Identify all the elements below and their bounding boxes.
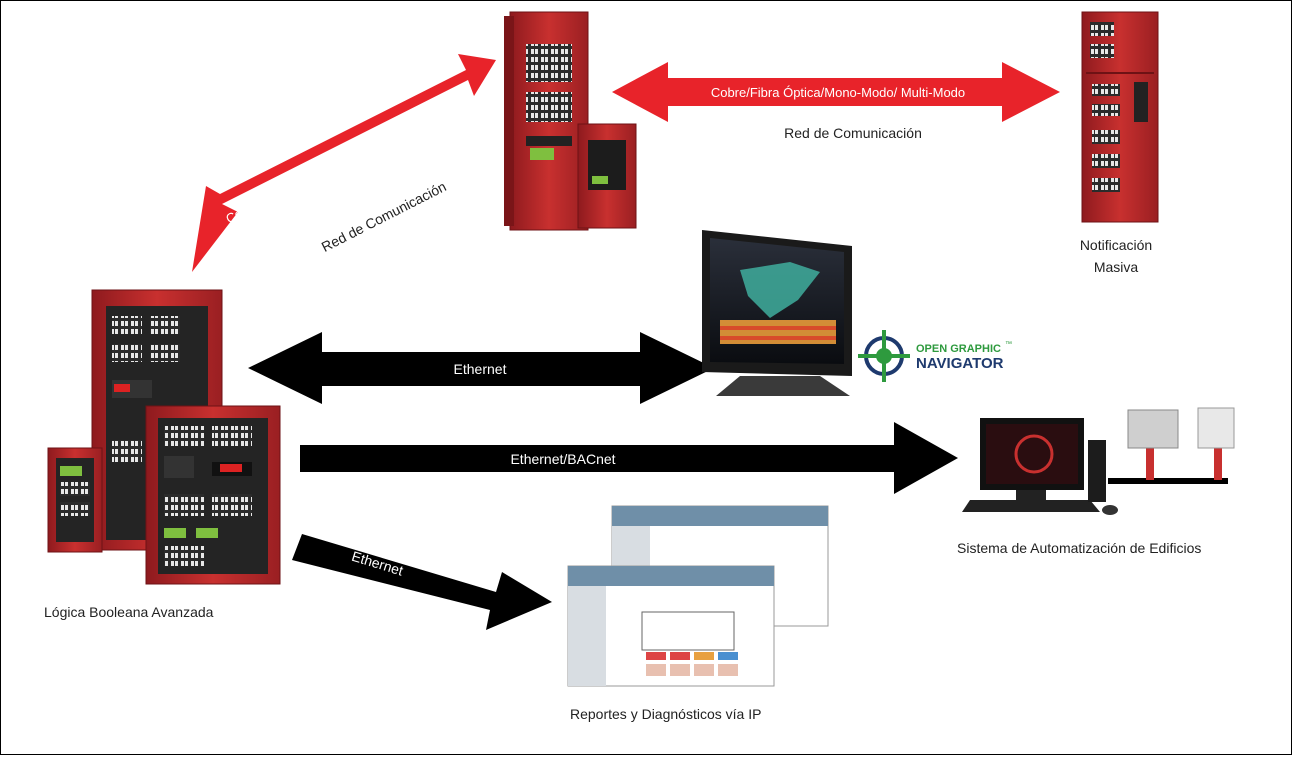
ogn-logo-line2: NAVIGATOR (916, 355, 1004, 372)
top-diagonal-sub: Red de Comunicación (319, 178, 449, 255)
black-arrow-ethernet-reports (292, 534, 552, 630)
boolean-logic-panels (47, 289, 281, 585)
red-arrow-diagonal (192, 54, 496, 272)
ethernet-label-1: Ethernet (454, 361, 507, 377)
top-diagonal-label: Cobre/Fibra Óptica/Mono-Modo/ Multi-Modo (223, 98, 456, 227)
mass-notification-panel (1081, 11, 1159, 223)
top-horizontal-sub: Red de Comunicación (784, 125, 922, 141)
ogn-logo-tm: ™ (1005, 341, 1012, 348)
bas-workstation (962, 407, 1235, 515)
black-arrow-ethernet-monitor (248, 332, 714, 404)
ip-reports-screens (567, 505, 829, 687)
mass-notification-caption-1: Notificación (1079, 237, 1153, 253)
ogn-logo-line1: OPEN GRAPHIC (916, 343, 1001, 355)
reports-caption: Reportes y Diagnósticos vía IP (570, 706, 762, 722)
boolean-logic-caption: Lógica Booleana Avanzada (44, 604, 214, 620)
bas-caption: Sistema de Automatización de Edificios (957, 540, 1202, 556)
monitor-workstation (702, 230, 852, 396)
red-arrow-horizontal (612, 62, 1060, 122)
mass-notification-caption-2: Masiva (1093, 259, 1139, 275)
fire-panel-top-center (504, 11, 637, 231)
ogn-logo-icon (858, 330, 910, 382)
top-horizontal-label: Cobre/Fibra Óptica/Mono-Modo/ Multi-Modo (711, 85, 965, 100)
ethernet-bacnet-label: Ethernet/BACnet (510, 451, 615, 467)
black-arrow-ethernet-bacnet (300, 422, 958, 494)
